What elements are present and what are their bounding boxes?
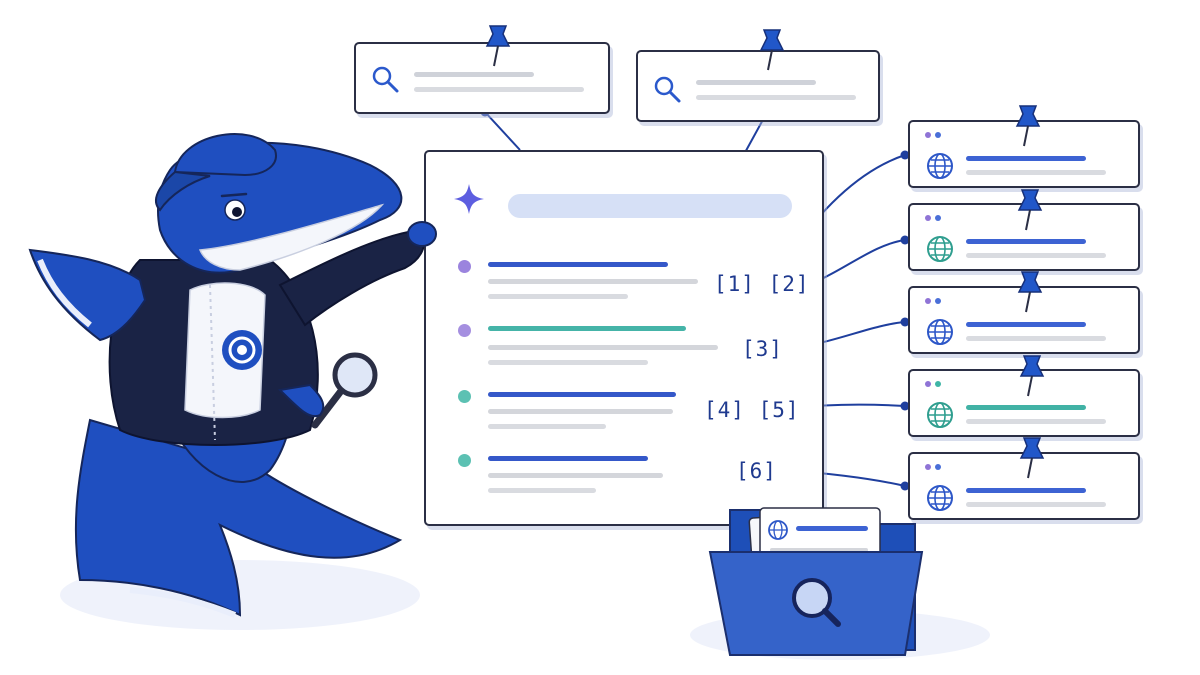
- prompt-bar: [508, 194, 792, 218]
- whale-tail: [74, 418, 403, 617]
- globe-icon: [927, 402, 953, 428]
- source-text-line: [966, 419, 1106, 424]
- bullet-dot: [458, 390, 471, 403]
- answer-line: [488, 345, 718, 350]
- bullet-dot: [458, 454, 471, 467]
- search-query-line: [696, 80, 816, 85]
- whale-right-fin: [407, 221, 437, 247]
- pushpin-icon: [759, 29, 785, 71]
- source-title-line: [966, 405, 1086, 410]
- folder-icon: [708, 507, 924, 656]
- answer-line: [488, 294, 628, 299]
- globe-icon: [927, 319, 953, 345]
- source-card-5: [908, 452, 1140, 520]
- source-text-line: [966, 253, 1106, 258]
- whale-cap: [173, 133, 277, 177]
- search-query-line: [414, 72, 534, 77]
- citation-marker: [1] [2]: [714, 272, 810, 296]
- pushpin-icon: [1017, 189, 1043, 231]
- bullet-dot: [458, 260, 471, 273]
- whale-left-fin: [28, 248, 147, 342]
- search-card-1: [354, 42, 610, 114]
- pushpin-icon: [1015, 105, 1041, 147]
- window-dots: [925, 381, 941, 387]
- window-dots: [925, 132, 941, 138]
- whale-left-arm: [277, 383, 325, 418]
- whale-right-arm: [278, 228, 425, 327]
- source-title-line: [966, 156, 1086, 161]
- citation-marker: [6]: [736, 459, 777, 483]
- whale-mascot: [28, 133, 437, 618]
- source-card-2: [908, 203, 1140, 271]
- globe-icon: [927, 485, 953, 511]
- bullet-dot: [458, 324, 471, 337]
- whale-head: [157, 141, 403, 274]
- answer-line-accent: [488, 326, 686, 331]
- source-card-4: [908, 369, 1140, 437]
- source-text-line: [966, 170, 1106, 175]
- answer-line-accent: [488, 262, 668, 267]
- search-icon: [654, 76, 681, 103]
- search-query-line: [696, 95, 856, 100]
- window-dots: [925, 298, 941, 304]
- search-icon: [372, 66, 399, 93]
- answer-line: [488, 424, 606, 429]
- search-query-line: [414, 87, 584, 92]
- window-dots: [925, 464, 941, 470]
- citation-marker: [4] [5]: [704, 398, 800, 422]
- magnifying-glass-icon: [332, 352, 378, 398]
- answer-panel: [1] [2] [3] [4] [5] [6]: [424, 150, 824, 526]
- source-text-line: [966, 336, 1106, 341]
- answer-line: [488, 409, 673, 414]
- answer-line: [488, 488, 596, 493]
- search-card-2: [636, 50, 880, 122]
- globe-icon: [927, 153, 953, 179]
- answer-line-accent: [488, 456, 648, 461]
- source-title-line: [966, 322, 1086, 327]
- answer-line-accent: [488, 392, 676, 397]
- source-title-line: [966, 239, 1086, 244]
- answer-line: [488, 279, 698, 284]
- sparkle-icon: [454, 184, 484, 214]
- pushpin-icon: [485, 25, 511, 67]
- answer-line: [488, 473, 663, 478]
- pushpin-icon: [1017, 271, 1043, 313]
- source-title-line: [966, 488, 1086, 493]
- window-dots: [925, 215, 941, 221]
- connector-search-1: [484, 111, 521, 151]
- source-card-1: [908, 120, 1140, 188]
- source-text-line: [966, 502, 1106, 507]
- pushpin-icon: [1019, 355, 1045, 397]
- whale-belly: [198, 203, 385, 271]
- pushpin-icon: [1019, 437, 1045, 479]
- globe-icon: [927, 236, 953, 262]
- source-card-3: [908, 286, 1140, 354]
- answer-line: [488, 360, 648, 365]
- citation-marker: [3]: [742, 337, 783, 361]
